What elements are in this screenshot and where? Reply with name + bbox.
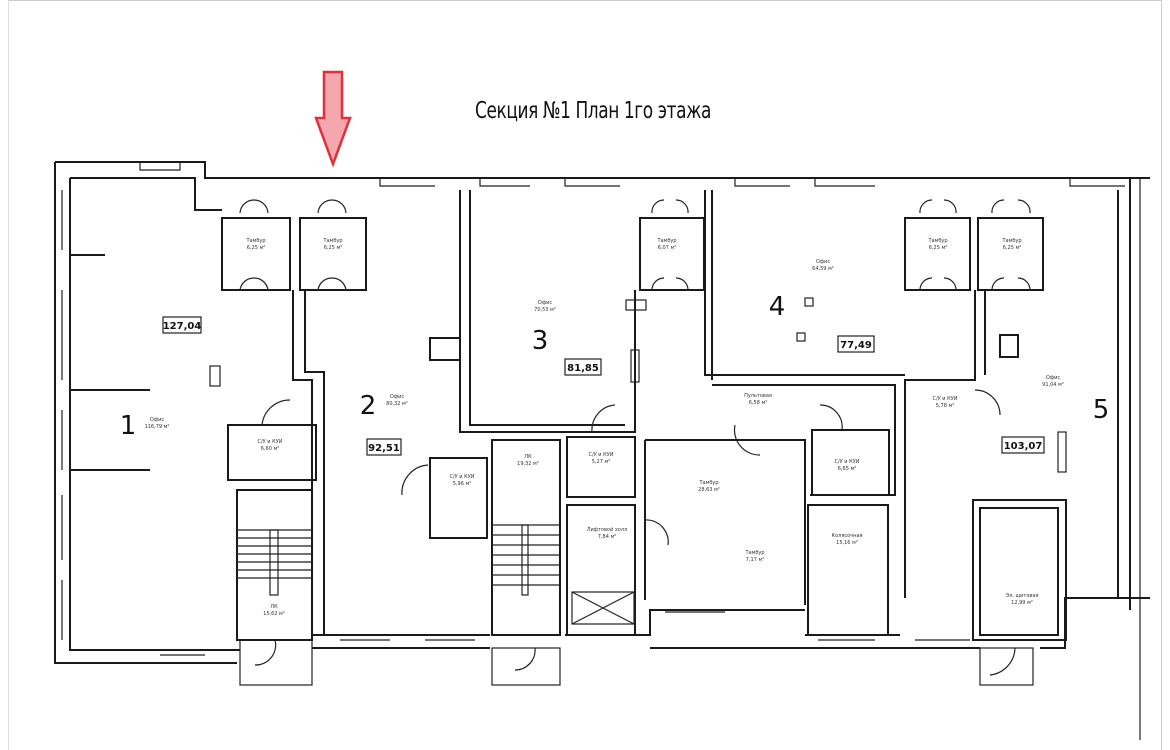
room-area: 12,99 м² xyxy=(1011,600,1033,606)
windows xyxy=(61,162,1125,656)
room-name: С/У и КУИ xyxy=(589,452,614,458)
unit-area-4: 77,49 xyxy=(840,340,872,351)
office-area-2: 80,32 м² xyxy=(386,401,408,407)
office-label-5: Офис xyxy=(1046,375,1060,381)
room-area: 5,27 м² xyxy=(592,459,611,465)
room-name: С/У и КУИ xyxy=(450,474,475,480)
office-area-3: 70,53 м² xyxy=(534,307,556,313)
room-name: Тамбур xyxy=(744,550,764,556)
room-labels: Тамбур 6,25 м² Тамбур 6,25 м² Тамбур 6,0… xyxy=(245,238,1038,617)
room-name: Эл. щитовая xyxy=(1006,593,1039,599)
room-area: 6,65 м² xyxy=(838,466,857,472)
outer-walls xyxy=(54,161,1150,740)
room-name: С/У и КУИ xyxy=(835,459,860,465)
room-area: 6,25 м² xyxy=(324,245,343,251)
room-area: 6,25 м² xyxy=(1003,245,1022,251)
room-area: 19,32 м² xyxy=(517,461,539,467)
room-name: С/У и КУИ xyxy=(258,439,283,445)
office-area-4: 64,59 м² xyxy=(812,266,834,272)
room-name: Тамбур xyxy=(927,238,947,244)
room-area: 7,84 м² xyxy=(598,534,617,540)
room-name: Тамбур xyxy=(1001,238,1021,244)
plan-title: Секция №1 План 1го этажа xyxy=(475,98,711,124)
unit-number-3: 3 xyxy=(532,326,549,356)
room-name: Тамбур xyxy=(698,480,718,486)
unit-number-5: 5 xyxy=(1093,395,1110,425)
red-arrow-icon xyxy=(314,70,352,168)
unit-area-boxes: 127,04 92,51 81,85 77,49 103,07 xyxy=(162,316,1045,456)
unit-area-1: 127,04 xyxy=(163,321,202,332)
room-name: Тамбур xyxy=(245,238,265,244)
room-name: Пультовая xyxy=(744,393,772,399)
unit-area-5: 103,07 xyxy=(1004,441,1043,452)
office-label-3: Офис xyxy=(538,300,552,306)
room-area: 7,17 м² xyxy=(746,557,765,563)
office-label-2: Офис xyxy=(390,394,404,400)
office-area-5: 91,04 м² xyxy=(1042,382,1064,388)
room-area: 6,25 м² xyxy=(247,245,266,251)
room-area: 6,25 м² xyxy=(929,245,948,251)
office-label-1: Офис xyxy=(150,417,164,423)
room-name: Тамбур xyxy=(656,238,676,244)
room-name: ЛК xyxy=(270,604,278,610)
room-name: Тамбур xyxy=(322,238,342,244)
unit-number-2: 2 xyxy=(360,391,377,421)
room-area: 15,16 м² xyxy=(836,540,858,546)
stairs xyxy=(237,524,560,596)
unit-number-4: 4 xyxy=(769,292,786,322)
office-area-1: 116,79 м² xyxy=(145,424,170,430)
office-labels: Офис 116,79 м² Офис 80,32 м² Офис 70,53 … xyxy=(145,259,1064,430)
room-area: 15,62 м² xyxy=(263,611,285,617)
room-area: 5,96 м² xyxy=(453,481,472,487)
unit-area-3: 81,85 xyxy=(567,363,599,374)
room-name: Колясочная xyxy=(832,533,863,539)
room-area: 6,58 м² xyxy=(749,400,768,406)
doors xyxy=(239,199,1031,676)
document-frame xyxy=(8,0,1162,750)
room-name: ЛК xyxy=(524,454,532,460)
room-area: 5,78 м² xyxy=(936,403,955,409)
room-area: 28,63 м² xyxy=(698,487,720,493)
unit-number-1: 1 xyxy=(120,411,137,441)
room-name: С/У и КУИ xyxy=(933,396,958,402)
office-label-4: Офис xyxy=(816,259,830,265)
unit-area-2: 92,51 xyxy=(368,443,400,454)
room-name: Лифтовой холл xyxy=(587,526,628,533)
room-area: 6,60 м² xyxy=(261,446,280,452)
interior-walls xyxy=(70,190,1067,686)
room-area: 6,07 м² xyxy=(658,245,677,251)
